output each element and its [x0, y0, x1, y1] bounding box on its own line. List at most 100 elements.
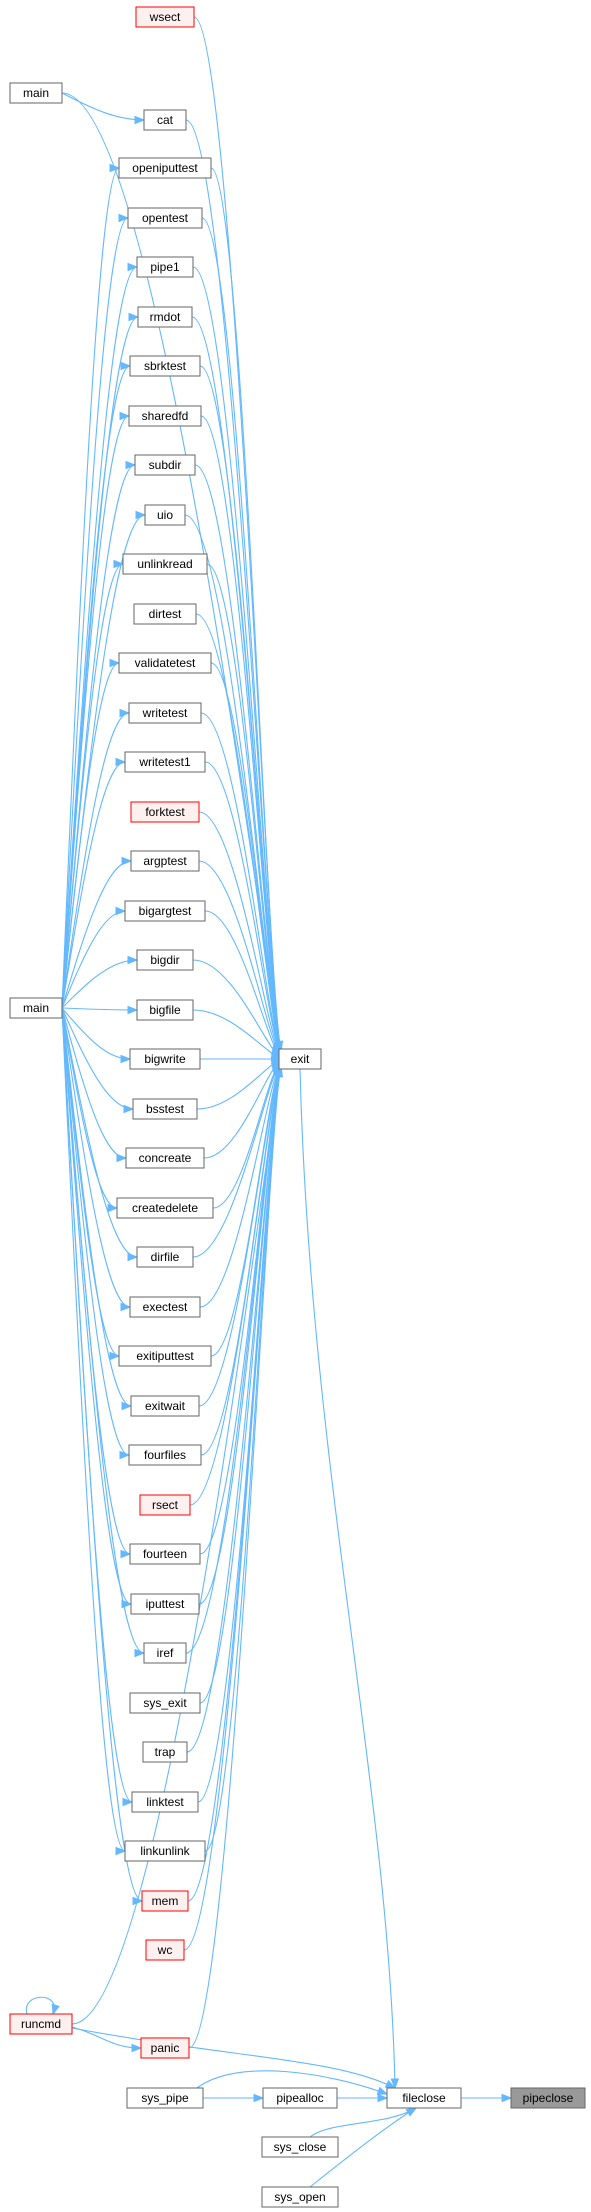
node-wc[interactable]: wc	[145, 1939, 185, 1961]
node-box-sbrktest	[129, 355, 201, 377]
node-wsect[interactable]: wsect	[135, 6, 195, 28]
node-argptest[interactable]: argptest	[130, 850, 200, 872]
edge-main_mid-to-unlinkread	[61, 563, 124, 1009]
edge-main_mid-to-validatetest-arrowhead	[109, 658, 121, 668]
node-label-rsect: rsect	[152, 1498, 179, 1512]
node-writetest[interactable]: writetest	[128, 702, 202, 724]
edge-wc-to-exit	[183, 1066, 282, 1951]
edge-main_mid-to-bigfile-arrowhead	[127, 1005, 139, 1015]
edge-sys_open-to-fileclose	[309, 2107, 417, 2188]
node-panic[interactable]: panic	[140, 2037, 190, 2059]
node-box-bigfile	[136, 999, 194, 1021]
edge-exectest-to-exit	[199, 1062, 282, 1308]
node-box-pipe1	[136, 256, 194, 278]
edge-main_mid-to-subdir	[61, 464, 136, 1009]
node-openiputtest[interactable]: openiputtest	[118, 157, 212, 179]
node-label-validatetest: validatetest	[135, 656, 196, 670]
edge-main_mid-to-rmdot-arrowhead	[128, 312, 140, 322]
edge-forktest-to-exit	[198, 811, 282, 1056]
node-sharedfd[interactable]: sharedfd	[128, 405, 202, 427]
node-writetest1[interactable]: writetest1	[124, 751, 206, 773]
node-opentest[interactable]: opentest	[127, 207, 203, 229]
edge-main_mid-to-writetest	[61, 712, 130, 1009]
node-label-subdir: subdir	[149, 458, 182, 472]
node-box-linkunlink	[124, 1840, 206, 1862]
node-label-writetest1: writetest1	[138, 755, 191, 769]
node-box-runcmd	[9, 2013, 73, 2035]
node-linktest[interactable]: linktest	[131, 1791, 199, 1813]
node-bigwrite[interactable]: bigwrite	[129, 1048, 201, 1070]
node-linkunlink[interactable]: linkunlink	[124, 1840, 206, 1862]
node-exit[interactable]: exit	[278, 1048, 322, 1070]
node-mem[interactable]: mem	[141, 1890, 189, 1912]
node-sys_open[interactable]: sys_open	[261, 2186, 339, 2208]
node-createdelete[interactable]: createdelete	[116, 1197, 214, 1219]
edge-main_mid-to-bsstest-arrowhead	[123, 1104, 135, 1114]
node-unlinkread[interactable]: unlinkread	[122, 553, 208, 575]
node-box-argptest	[130, 850, 200, 872]
node-sys_close[interactable]: sys_close	[261, 2136, 339, 2158]
edge-main_mid-to-fourfiles-arrowhead	[119, 1450, 131, 1460]
node-sbrktest[interactable]: sbrktest	[129, 355, 201, 377]
edge-rsect-to-exit	[189, 1066, 282, 1506]
node-runcmd[interactable]: runcmd	[9, 2013, 73, 2035]
node-box-dirfile	[136, 1246, 194, 1268]
node-pipeclose[interactable]: pipeclose	[510, 2087, 586, 2109]
edge-runcmd-to-runcmd-arrowhead	[51, 2003, 60, 2016]
edge-dirtest-to-exit	[195, 613, 282, 1052]
node-box-wsect	[135, 6, 195, 28]
node-pipealloc[interactable]: pipealloc	[262, 2087, 338, 2109]
node-label-iref: iref	[157, 1646, 174, 1660]
node-exitiputtest[interactable]: exitiputtest	[118, 1345, 212, 1367]
node-bigargtest[interactable]: bigargtest	[124, 900, 206, 922]
edges-layer	[25, 16, 513, 2188]
node-iref[interactable]: iref	[143, 1642, 187, 1664]
edge-main_mid-to-validatetest	[61, 662, 120, 1009]
node-exitwait[interactable]: exitwait	[130, 1395, 200, 1417]
node-dirfile[interactable]: dirfile	[136, 1246, 194, 1268]
node-concreate[interactable]: concreate	[125, 1147, 205, 1169]
node-label-sys_exit: sys_exit	[143, 1696, 187, 1710]
node-trap[interactable]: trap	[142, 1741, 188, 1763]
node-validatetest[interactable]: validatetest	[118, 652, 212, 674]
node-subdir[interactable]: subdir	[134, 454, 196, 476]
node-main_top[interactable]: main	[9, 82, 63, 104]
node-box-trap	[142, 1741, 188, 1763]
node-bsstest[interactable]: bsstest	[132, 1098, 198, 1120]
node-rsect[interactable]: rsect	[139, 1494, 191, 1516]
edge-main_mid-to-exectest	[61, 1007, 131, 1308]
node-main_mid[interactable]: main	[9, 997, 63, 1019]
node-box-fileclose	[386, 2087, 462, 2109]
node-fileclose[interactable]: fileclose	[386, 2087, 462, 2109]
node-sys_pipe[interactable]: sys_pipe	[126, 2087, 204, 2109]
node-label-unlinkread: unlinkread	[137, 557, 192, 571]
node-label-wsect: wsect	[149, 10, 181, 24]
node-label-main_top: main	[23, 86, 49, 100]
edge-sys_pipe-to-fileclose	[196, 2070, 388, 2095]
node-uio[interactable]: uio	[144, 504, 186, 526]
node-bigfile[interactable]: bigfile	[136, 999, 194, 1021]
node-box-writetest	[128, 702, 202, 724]
node-sys_exit[interactable]: sys_exit	[129, 1692, 201, 1714]
node-box-validatetest	[118, 652, 212, 674]
node-box-fourfiles	[128, 1444, 202, 1466]
node-box-writetest1	[124, 751, 206, 773]
node-forktest[interactable]: forktest	[130, 801, 200, 823]
node-iputtest[interactable]: iputtest	[130, 1593, 200, 1615]
node-cat[interactable]: cat	[143, 109, 187, 131]
edge-exitwait-to-exit	[198, 1064, 282, 1407]
edge-main_mid-to-bigargtest-arrowhead	[115, 906, 127, 916]
node-exectest[interactable]: exectest	[129, 1296, 201, 1318]
node-rmdot[interactable]: rmdot	[137, 306, 193, 328]
edge-sys_pipe-to-fileclose-arrowhead	[376, 2086, 389, 2095]
node-box-forktest	[130, 801, 200, 823]
node-fourteen[interactable]: fourteen	[129, 1543, 201, 1565]
node-box-sharedfd	[128, 405, 202, 427]
node-fourfiles[interactable]: fourfiles	[128, 1444, 202, 1466]
node-bigdir[interactable]: bigdir	[136, 949, 194, 971]
node-box-rmdot	[137, 306, 193, 328]
node-label-panic: panic	[151, 2041, 180, 2055]
node-dirtest[interactable]: dirtest	[133, 603, 197, 625]
node-pipe1[interactable]: pipe1	[136, 256, 194, 278]
edge-main_mid-to-exitwait-arrowhead	[121, 1401, 133, 1411]
